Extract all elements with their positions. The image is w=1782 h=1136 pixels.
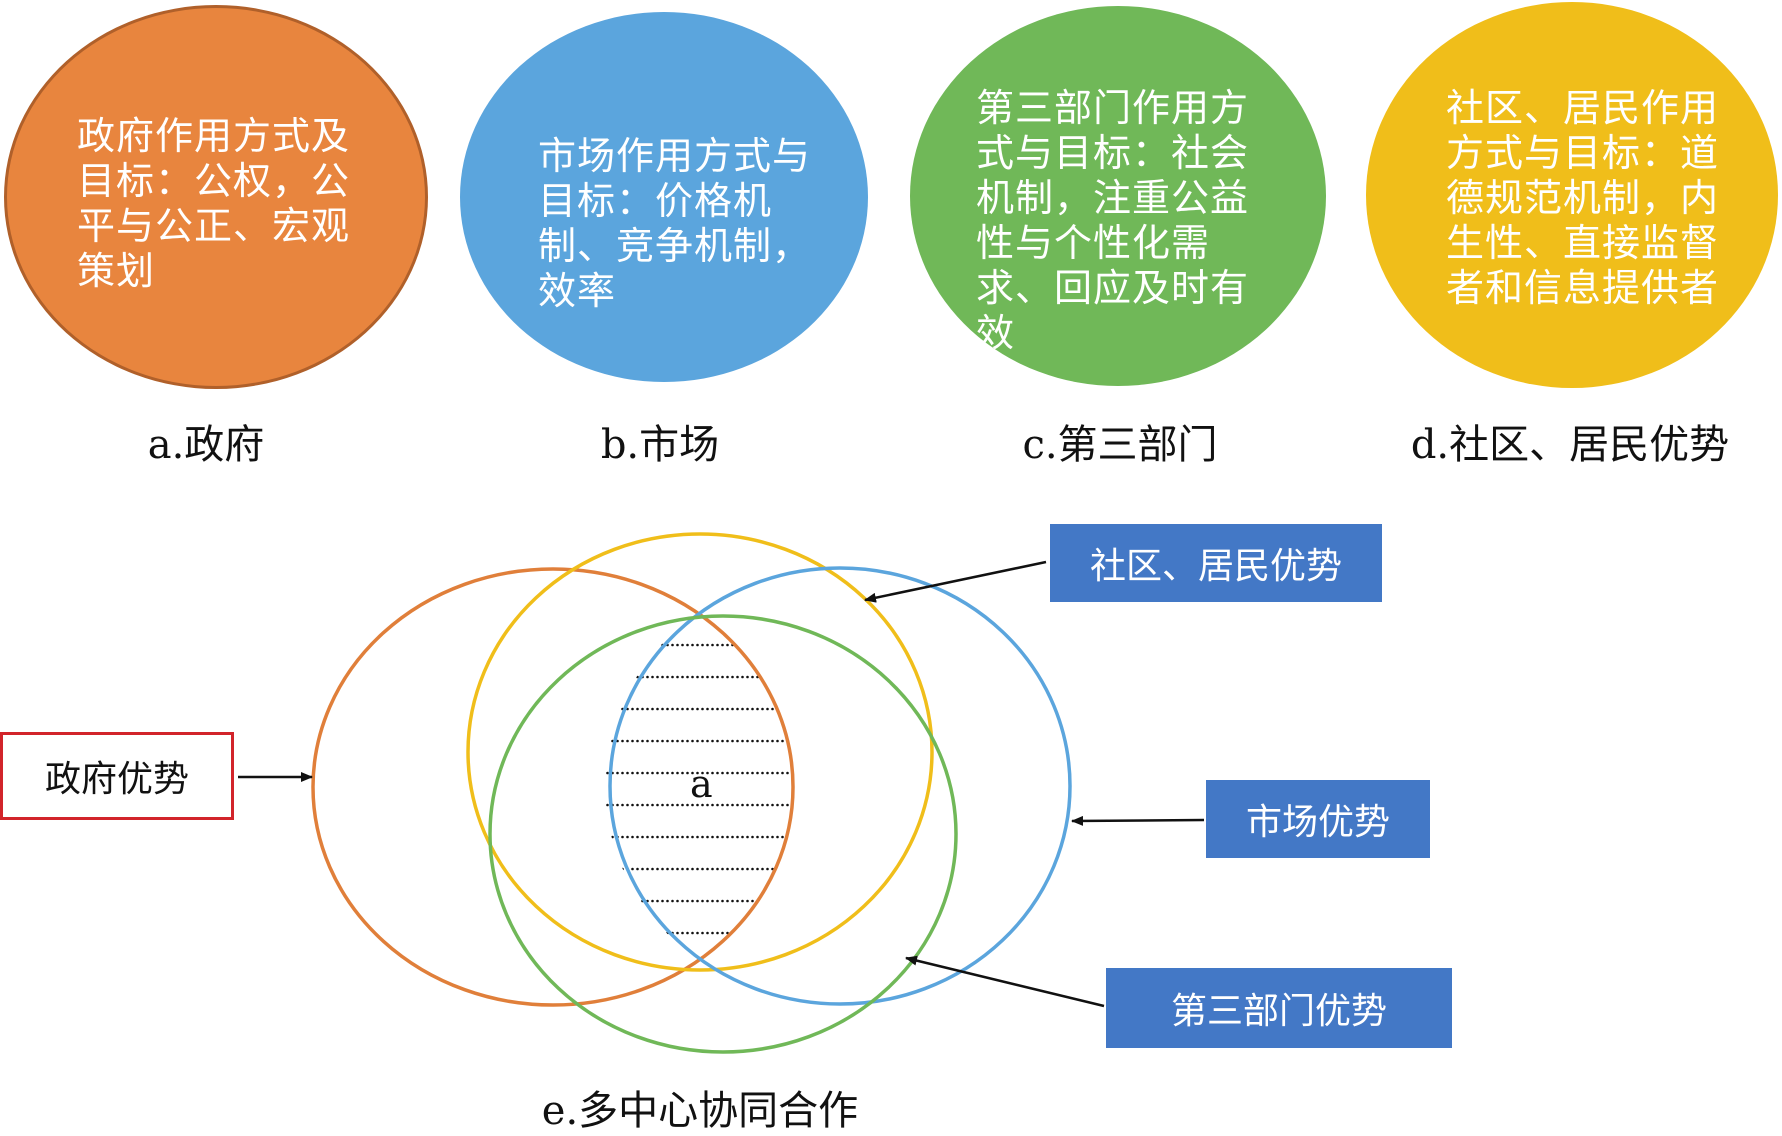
market-caption: b.市场 [600, 422, 720, 468]
community-circle [466, 532, 934, 972]
community-bubble-text: 社区、居民作用方式与目标：道德规范机制，内生性、直接监督者和信息提供者 [1446, 86, 1720, 310]
market-circle [608, 566, 1072, 1006]
community-bubble: 社区、居民作用方式与目标：道德规范机制，内生性、直接监督者和信息提供者 [1366, 2, 1778, 388]
market-arrow [1071, 815, 1205, 826]
central-overlap-hatch [605, 569, 793, 1004]
market-bubble-text: 市场作用方式与目标：价格机制、竞争机制，效率 [538, 134, 812, 313]
government-caption: a.政府 [147, 422, 265, 468]
third-sector-circle [488, 614, 958, 1054]
third-sector-advantage-label: 第三部门优势 [1106, 968, 1452, 1048]
third-sector-bubble: 第三部门作用方式与目标：社会机制，注重公益性与个性化需求、回应及时有效 [910, 6, 1326, 386]
government-advantage-label: 政府优势 [0, 732, 234, 820]
third-sector-arrow [905, 955, 1105, 1008]
market-advantage-label: 市场优势 [1206, 780, 1430, 858]
community-advantage-label: 社区、居民优势 [1050, 524, 1382, 602]
venn-caption: e.多中心协同合作 [541, 1088, 859, 1134]
community-caption: d.社区、居民优势 [1410, 422, 1730, 468]
market-bubble: 市场作用方式与目标：价格机制、竞争机制，效率 [460, 12, 868, 382]
third-sector-bubble-text: 第三部门作用方式与目标：社会机制，注重公益性与个性化需求、回应及时有效 [976, 86, 1250, 355]
third-sector-caption: c.第三部门 [1022, 422, 1218, 468]
center-label: a [690, 762, 713, 806]
government-circle [311, 567, 795, 1007]
government-bubble: 政府作用方式及目标：公权，公平与公正、宏观策划 [4, 5, 428, 389]
community-arrow [864, 560, 1047, 603]
government-bubble-text: 政府作用方式及目标：公权，公平与公正、宏观策划 [77, 114, 351, 293]
